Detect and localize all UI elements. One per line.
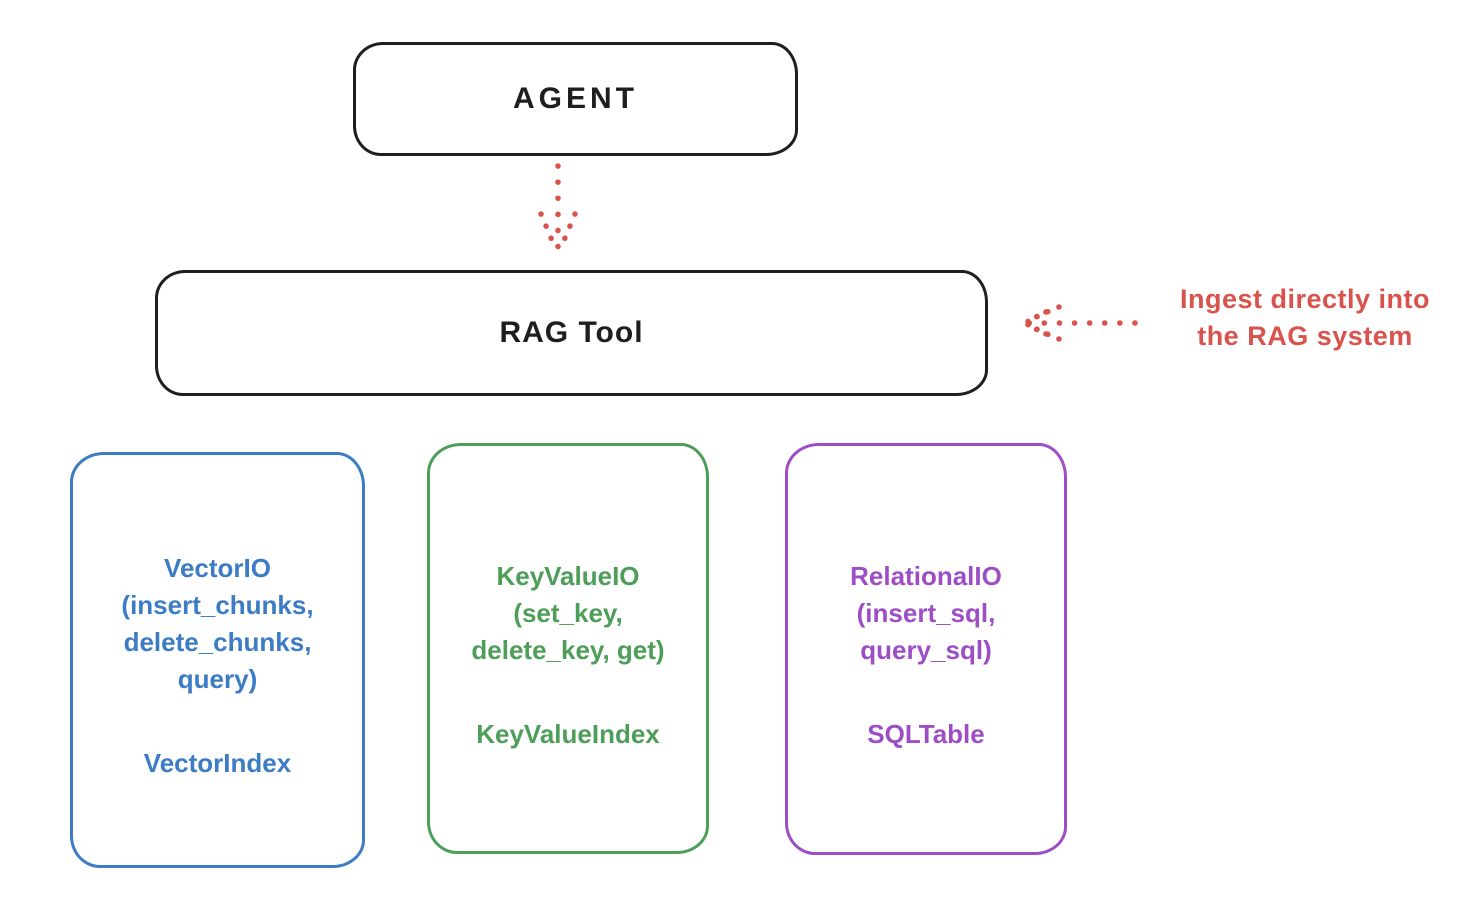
ingest-annotation: Ingest directly into the RAG system — [1135, 281, 1475, 355]
agent-label: AGENT — [513, 82, 638, 115]
relational-io-methods-line: query_sql) — [860, 635, 992, 665]
vector-index-label: VectorIndex — [143, 748, 292, 778]
rag-tool-box: RAG Tool — [155, 270, 988, 396]
vector-io-methods-line: query) — [177, 664, 258, 694]
agent-box: AGENT — [353, 42, 798, 156]
vector-io-title-line: VectorIO — [164, 553, 271, 583]
ingest-annotation-line1: Ingest directly into — [1179, 284, 1431, 314]
vector-io-box: VectorIO (insert_chunks, delete_chunks, … — [70, 452, 365, 868]
keyvalue-io-methods-line: delete_key, get) — [471, 635, 665, 665]
relational-io-box: RelationalIO (insert_sql, query_sql) SQL… — [785, 443, 1067, 855]
vector-io-methods-line: delete_chunks, — [123, 627, 312, 657]
rag-tool-label: RAG Tool — [499, 316, 644, 349]
ingest-annotation-arrow-icon — [1022, 304, 1138, 342]
keyvalue-io-methods-line: (set_key, — [513, 598, 623, 628]
vector-io-methods-line: (insert_chunks, — [121, 590, 314, 620]
ingest-annotation-line2: the RAG system — [1197, 321, 1413, 351]
sql-table-label: SQLTable — [867, 719, 985, 749]
agent-to-ragtool-arrow-icon — [538, 163, 578, 255]
keyvalue-index-label: KeyValueIndex — [476, 719, 660, 749]
relational-io-title-line: RelationalIO — [850, 561, 1002, 591]
relational-io-methods-line: (insert_sql, — [856, 598, 996, 628]
keyvalue-io-box: KeyValueIO (set_key, delete_key, get) Ke… — [427, 443, 709, 854]
keyvalue-io-title-line: KeyValueIO — [496, 561, 640, 591]
